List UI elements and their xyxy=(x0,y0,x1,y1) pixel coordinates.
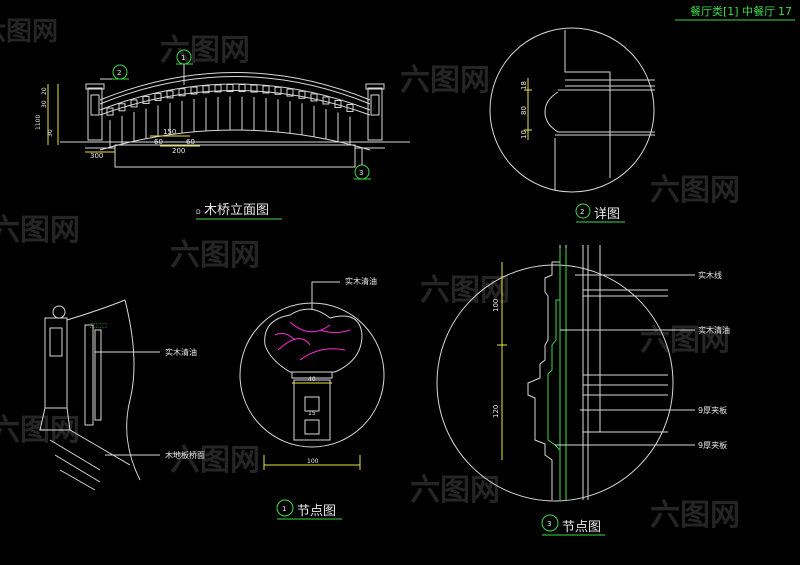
dim-text: 20 xyxy=(41,87,48,95)
dim-60: 60 xyxy=(154,138,163,146)
dim-40: 40 xyxy=(308,376,316,383)
view-title: 节点图 xyxy=(562,520,601,535)
baluster-ornament xyxy=(130,99,138,108)
baluster-ornament xyxy=(190,86,198,95)
svg-text:⬚⬚⬚: ⬚⬚⬚ xyxy=(90,322,107,329)
dim-120: 120 xyxy=(492,405,500,418)
view-title: 节点图 xyxy=(297,504,336,519)
baluster-ornament xyxy=(214,84,222,93)
callout-1: 1 xyxy=(181,54,185,62)
baluster-ornament xyxy=(250,84,258,93)
baluster-ornament xyxy=(298,90,306,99)
watermark-text: 六图网 xyxy=(170,238,260,273)
view-badge: 1 xyxy=(282,505,286,513)
watermark-layer: 六图网 六图网 六图网 六图网 六图网 六图网 六图网 六图网 六图网 六图网 … xyxy=(0,17,740,533)
dim-100: 100 xyxy=(307,458,319,465)
label-floor: 木地板桥面 xyxy=(165,450,205,460)
dim-100: 100 xyxy=(492,299,500,312)
watermark-text: 六图网 xyxy=(410,473,500,508)
view-title: 木桥立面图 xyxy=(204,203,269,218)
dim-text: 1100 xyxy=(35,115,42,130)
baluster-ornament xyxy=(274,86,282,95)
baluster-ornament xyxy=(334,100,342,109)
callout-3: 3 xyxy=(359,169,363,177)
label-oil: 实木清油 xyxy=(698,325,730,335)
baluster-ornament xyxy=(286,88,294,97)
watermark-text: 六图网 xyxy=(170,443,260,478)
node-1: 40 15 100 实木清油 1 节点图 xyxy=(239,276,385,520)
baluster-ornament xyxy=(226,84,234,93)
side-view: ⬚⬚⬚ 实木清油 木地板桥面 xyxy=(39,299,205,491)
baluster-ornament xyxy=(346,103,354,112)
baluster-ornament xyxy=(310,93,318,102)
dim-60: 60 xyxy=(186,138,195,146)
watermark-text: 六图网 xyxy=(640,323,730,358)
dim-300: 300 xyxy=(90,152,103,160)
baluster-ornament xyxy=(154,92,162,101)
watermark-text: 六图网 xyxy=(650,173,740,208)
baluster-ornament xyxy=(142,95,150,104)
dim-text: 18 xyxy=(520,81,528,90)
dim-text: 30 xyxy=(47,129,54,137)
dim-text: 80 xyxy=(520,106,528,115)
baluster-ornament xyxy=(202,85,210,94)
label-oil: 实木清油 xyxy=(165,347,197,357)
dim-text: 10 xyxy=(520,130,528,139)
label-oil: 实木清油 xyxy=(345,276,377,286)
dim-text: 30 xyxy=(41,100,48,108)
baluster-ornament xyxy=(178,88,186,97)
watermark-text: 六图网 xyxy=(400,63,490,98)
sheet-category: 餐厅类[1] 中餐厅 xyxy=(690,4,775,18)
dim-150: 150 xyxy=(163,128,176,136)
view-badge: 3 xyxy=(547,520,551,528)
label-plywood: 9厚夹板 xyxy=(698,405,727,415)
sheet-header: 餐厅类[1] 中餐厅 17 xyxy=(675,4,795,21)
watermark-text: 六图网 xyxy=(650,498,740,533)
watermark-text: 六图网 xyxy=(160,33,250,68)
baluster-ornament xyxy=(238,84,246,93)
view-badge: 2 xyxy=(580,208,584,216)
baluster-ornament xyxy=(262,85,270,94)
detail-2: 18 80 10 2 详图 xyxy=(489,27,655,223)
watermark-text: 六图网 xyxy=(0,213,80,248)
watermark-text: 六图网 xyxy=(420,273,510,308)
baluster-ornament xyxy=(166,90,174,99)
baluster-ornament xyxy=(322,96,330,105)
bridge-elevation: 20 30 1100 30 300 150 60 60 200 1 2 3 D … xyxy=(35,49,410,220)
baluster-ornament xyxy=(118,103,126,112)
label-plywood: 9厚夹板 xyxy=(698,440,727,450)
label-trim: 实木线 xyxy=(698,270,722,280)
node-3: 100 120 实木线 实木清油 9厚夹板 9厚夹板 3 节点图 xyxy=(436,245,730,536)
sheet-page: 17 xyxy=(778,5,792,18)
callout-2: 2 xyxy=(117,69,121,77)
view-title: 详图 xyxy=(594,207,620,222)
watermark-text: 六图网 xyxy=(0,17,58,47)
dim-200: 200 xyxy=(172,147,185,155)
dim-15: 15 xyxy=(308,410,316,417)
view-badge: D xyxy=(196,209,201,216)
baluster-ornament xyxy=(106,107,114,116)
